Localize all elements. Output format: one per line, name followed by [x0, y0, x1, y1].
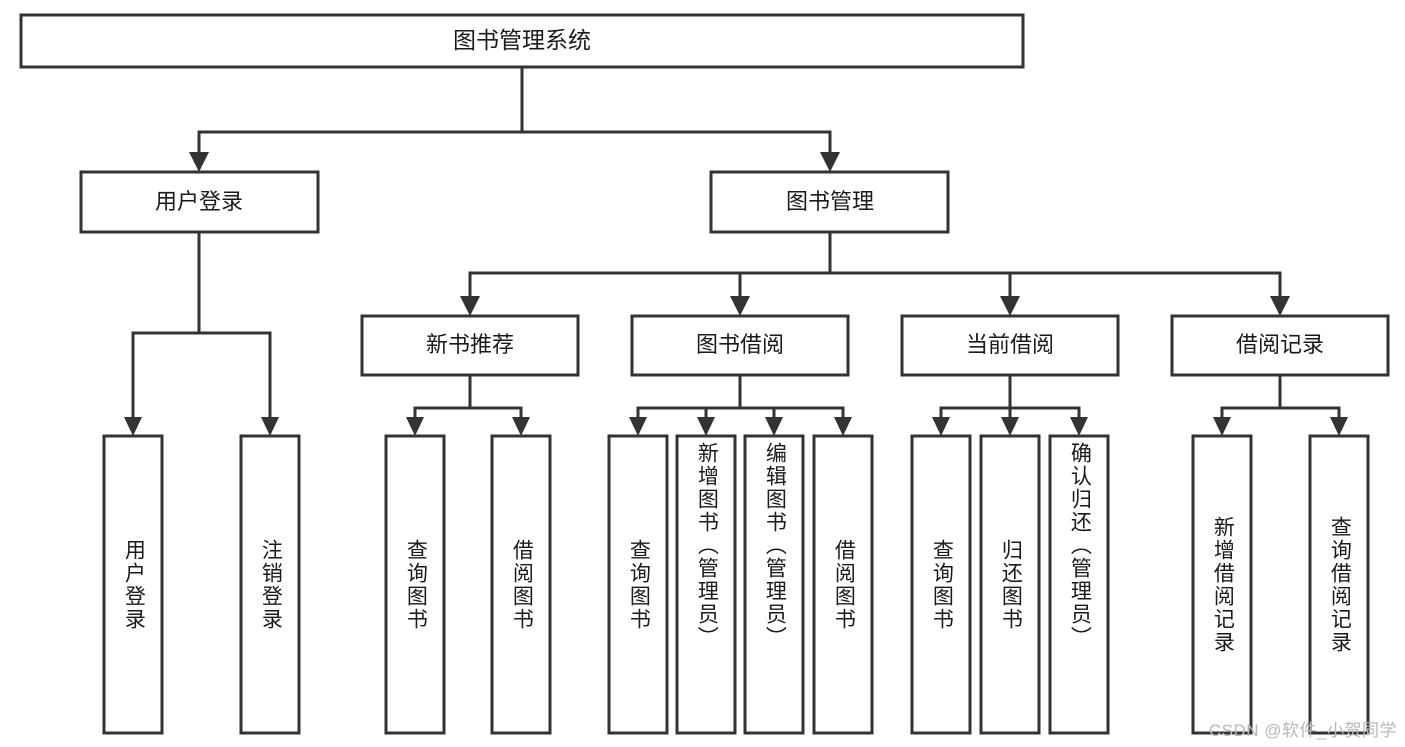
- node-new-book-recommend-label: 新书推荐: [426, 332, 514, 357]
- node-book-management[interactable]: 图书管理: [709, 170, 950, 234]
- leaf-return-book-box[interactable]: [979, 434, 1041, 735]
- arrow-head-icon: [261, 417, 279, 436]
- leaf-add-book-box[interactable]: [675, 434, 737, 735]
- arrow-head-icon: [1000, 296, 1020, 316]
- node-root-box[interactable]: [19, 13, 1025, 69]
- node-new-book-recommend-box[interactable]: [360, 314, 580, 377]
- node-book-management-label: 图书管理: [786, 189, 874, 214]
- arrow-head-icon: [834, 417, 852, 436]
- connector-layer: [124, 65, 1348, 436]
- node-book-management-box[interactable]: [709, 170, 950, 234]
- leaf-borrow-book-1-box[interactable]: [490, 434, 552, 735]
- edge-bookmgmt-to-level3: [468, 230, 1282, 298]
- edge-currentborrow-to-leaves: [939, 373, 1081, 419]
- node-user-login[interactable]: 用户登录: [79, 170, 320, 234]
- watermark: CSDN @软件_小贺同学: [1208, 721, 1397, 740]
- edge-bookborrow-to-leaves: [636, 373, 845, 419]
- node-book-borrow-label: 图书借阅: [696, 332, 784, 357]
- edge-borrowrecord-to-leaves: [1220, 373, 1341, 419]
- arrow-head-icon: [730, 296, 750, 316]
- node-book-borrow-box[interactable]: [630, 314, 850, 377]
- node-borrow-record-label: 借阅记录: [1236, 332, 1324, 357]
- arrow-head-icon: [629, 417, 647, 436]
- edge-root-to-level2: [197, 65, 832, 154]
- arrow-head-icon: [1070, 417, 1088, 436]
- node-borrow-record-box[interactable]: [1170, 314, 1390, 377]
- arrow-head-icon: [932, 417, 950, 436]
- edge-newbook-to-leaves: [413, 373, 523, 419]
- arrow-head-icon: [124, 417, 142, 436]
- leaf-query-book-3-box[interactable]: [910, 434, 972, 735]
- leaf-logout-box[interactable]: [239, 434, 301, 735]
- arrow-head-icon: [1213, 417, 1231, 436]
- leaf-edit-book-box[interactable]: [743, 434, 805, 735]
- node-root-label: 图书管理系统: [453, 27, 591, 53]
- arrow-head-icon: [697, 417, 715, 436]
- arrow-head-icon: [1270, 296, 1290, 316]
- arrow-head-icon: [406, 417, 424, 436]
- node-user-login-box[interactable]: [79, 170, 320, 234]
- node-new-book-recommend[interactable]: 新书推荐: [360, 314, 580, 377]
- arrow-head-icon: [512, 417, 530, 436]
- leaf-query-record-box[interactable]: [1308, 434, 1370, 735]
- edge-userlogin-to-leaves: [131, 230, 272, 419]
- leaf-query-book-2-box[interactable]: [607, 434, 669, 735]
- leaf-query-book-1-box[interactable]: [384, 434, 446, 735]
- leaf-borrow-book-2-box[interactable]: [812, 434, 874, 735]
- node-current-borrow-box[interactable]: [900, 314, 1120, 377]
- node-book-borrow[interactable]: 图书借阅: [630, 314, 850, 377]
- node-current-borrow[interactable]: 当前借阅: [900, 314, 1120, 377]
- arrow-head-icon: [189, 152, 209, 172]
- arrow-head-icon: [765, 417, 783, 436]
- node-current-borrow-label: 当前借阅: [966, 332, 1054, 357]
- arrow-head-icon: [460, 296, 480, 316]
- arrow-head-icon: [1330, 417, 1348, 436]
- leaf-add-record-box[interactable]: [1191, 434, 1253, 735]
- leaf-confirm-return-box[interactable]: [1048, 434, 1110, 735]
- node-root[interactable]: 图书管理系统: [19, 13, 1025, 69]
- node-borrow-record[interactable]: 借阅记录: [1170, 314, 1390, 377]
- arrow-head-icon: [1001, 417, 1019, 436]
- leaf-boxes-layer: [102, 434, 1370, 735]
- leaf-user-login-box[interactable]: [102, 434, 164, 735]
- arrow-head-icon: [820, 152, 840, 172]
- node-user-login-label: 用户登录: [155, 189, 243, 214]
